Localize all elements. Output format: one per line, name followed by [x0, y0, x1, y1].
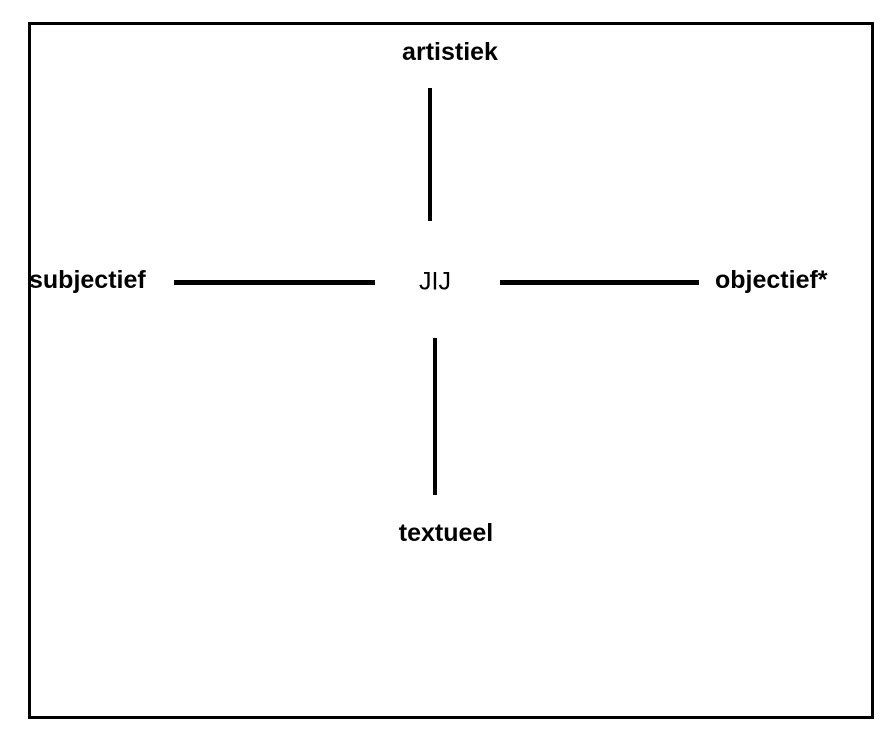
- axis-label-textueel: textueel: [398, 519, 494, 547]
- left-axis-line: [174, 280, 375, 285]
- diagram-border: [28, 22, 874, 719]
- center-label-jij: JIJ: [419, 267, 451, 296]
- axis-label-subjectief: subjectief: [29, 266, 146, 294]
- top-axis-line: [428, 88, 432, 221]
- right-axis-line: [500, 280, 699, 285]
- axis-label-artistiek: artistiek: [402, 38, 498, 66]
- bottom-axis-line: [433, 338, 437, 495]
- axis-label-objectief: objectief*: [715, 266, 828, 294]
